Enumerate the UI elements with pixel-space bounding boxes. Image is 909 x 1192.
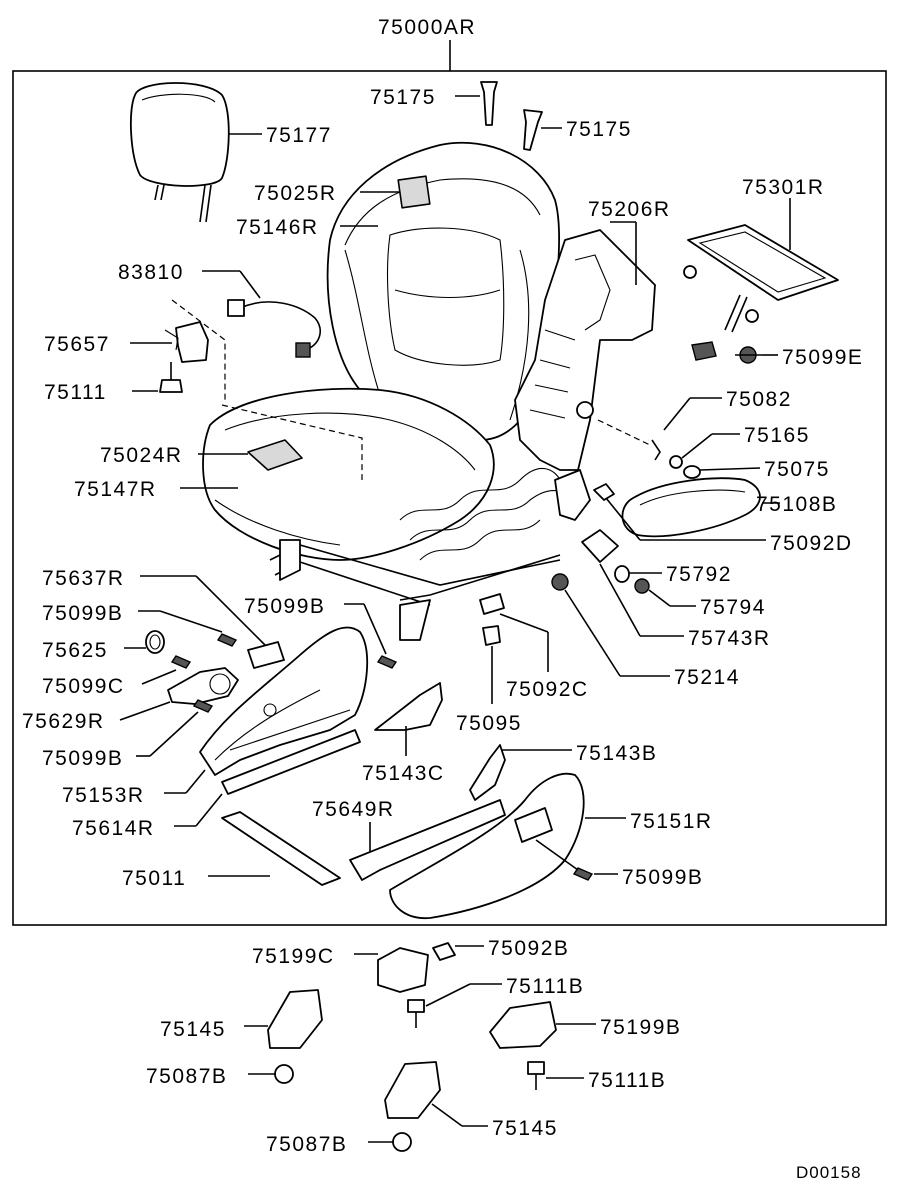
bracket-75143b: [469, 744, 506, 801]
nut-75087b-a: [274, 1064, 294, 1084]
cover-75199c: [377, 947, 429, 993]
cap-75794: [634, 578, 650, 594]
label-75151r: 75151R: [630, 810, 713, 833]
label-75206r: 75206R: [588, 198, 671, 221]
seat-cushion-part: [202, 387, 495, 561]
label-75011: 75011: [122, 867, 186, 890]
label-75024r: 75024R: [100, 444, 183, 467]
label-75199c: 75199C: [252, 945, 335, 968]
cover-75145-a: [267, 989, 323, 1049]
label-75629r: 75629R: [22, 710, 105, 733]
label-75025r: 75025R: [254, 182, 337, 205]
label-75087b-b: 75087B: [266, 1133, 347, 1156]
cap-75214: [551, 573, 569, 591]
bracket-75082: [597, 419, 661, 461]
label-75177: 75177: [266, 124, 332, 147]
label-75099b-c: 75099B: [42, 747, 123, 770]
screw-75099b: [216, 633, 398, 669]
label-75153r: 75153R: [62, 784, 145, 807]
main-assembly-label: 75000AR: [378, 16, 476, 39]
label-75165: 75165: [744, 424, 810, 447]
label-75143c: 75143C: [362, 762, 445, 785]
trim-75614r: [221, 729, 361, 795]
seat-back-part: [326, 141, 560, 441]
label-75082: 75082: [726, 388, 792, 411]
clip-75092b: [432, 942, 456, 961]
label-75625: 75625: [42, 639, 108, 662]
label-75099b-d: 75099B: [622, 866, 703, 889]
ring-75625: [145, 630, 165, 654]
label-75143b: 75143B: [576, 742, 657, 765]
label-75095: 75095: [456, 712, 522, 735]
label-75092c: 75092C: [506, 678, 589, 701]
tray-table-part: [683, 224, 839, 361]
label-75301r: 75301R: [742, 176, 825, 199]
label-75794: 75794: [700, 596, 766, 619]
label-75649r: 75649R: [312, 798, 395, 821]
label-75099e: 75099E: [782, 346, 863, 369]
label-75075: 75075: [764, 458, 830, 481]
washer-75075: [683, 465, 701, 479]
label-75147r: 75147R: [74, 478, 157, 501]
label-75657: 75657: [44, 333, 110, 356]
nut-75165: [669, 455, 683, 469]
label-83810: 83810: [118, 261, 184, 284]
fastener-75099e: [735, 346, 762, 364]
label-75146r: 75146R: [236, 216, 319, 239]
screw-75099c: [170, 655, 192, 669]
label-75214: 75214: [674, 666, 740, 689]
label-75092d: 75092D: [770, 532, 853, 555]
label-75792: 75792: [666, 563, 732, 586]
label-75145-b: 75145: [492, 1117, 558, 1140]
clip-75095: [482, 625, 501, 646]
label-75175-b: 75175: [566, 118, 632, 141]
lever-75743r: [581, 529, 619, 563]
knob-75637r: [247, 641, 285, 669]
screw-75099b-lower: [192, 699, 214, 713]
label-75743r: 75743R: [688, 627, 771, 650]
label-75099b-b: 75099B: [244, 595, 325, 618]
label-75111b-a: 75111B: [506, 975, 584, 998]
label-75092b: 75092B: [488, 937, 569, 960]
headrest-guide-part: [480, 81, 543, 151]
clip-75092d: [593, 483, 615, 501]
side-cover-75153r: [199, 626, 369, 776]
bracket-75143c: [374, 682, 443, 731]
wire-harness-part: [227, 299, 321, 358]
side-cover-75151r: [389, 772, 585, 919]
trim-75649r: [349, 799, 506, 881]
washer-75792: [614, 565, 630, 583]
armrest-part: [621, 477, 761, 538]
label-75145-a: 75145: [160, 1018, 226, 1041]
label-75087b-a: 75087B: [146, 1065, 227, 1088]
diagram-id: D00158: [796, 1163, 862, 1182]
bolt-75111b: [407, 999, 425, 1028]
nut-75087b-b: [392, 1132, 412, 1152]
switch-part: [164, 299, 226, 400]
cover-75199b: [489, 1001, 557, 1049]
screw-75099b-right: [572, 867, 594, 881]
cover-75145-b: [384, 1061, 441, 1119]
panel-75011: [221, 811, 341, 886]
seat-frame-part: [269, 468, 591, 641]
label-75199b: 75199B: [600, 1016, 681, 1039]
label-75111b-b: 75111B: [588, 1069, 666, 1092]
handle-75629r: [167, 667, 239, 705]
bolt-75111b-right: [527, 1061, 545, 1090]
label-75108b: 75108B: [756, 493, 837, 516]
label-75111: 75111: [44, 381, 107, 404]
label-75099c: 75099C: [42, 675, 125, 698]
label-75099b-a: 75099B: [42, 602, 123, 625]
headrest-part: [129, 82, 230, 223]
bolt-75111: [159, 362, 183, 393]
clip-75092c: [479, 593, 505, 615]
seat-back-frame-part: [514, 229, 656, 471]
label-75175-a: 75175: [370, 86, 436, 109]
label-75614r: 75614R: [72, 817, 155, 840]
label-75637r: 75637R: [42, 567, 125, 590]
